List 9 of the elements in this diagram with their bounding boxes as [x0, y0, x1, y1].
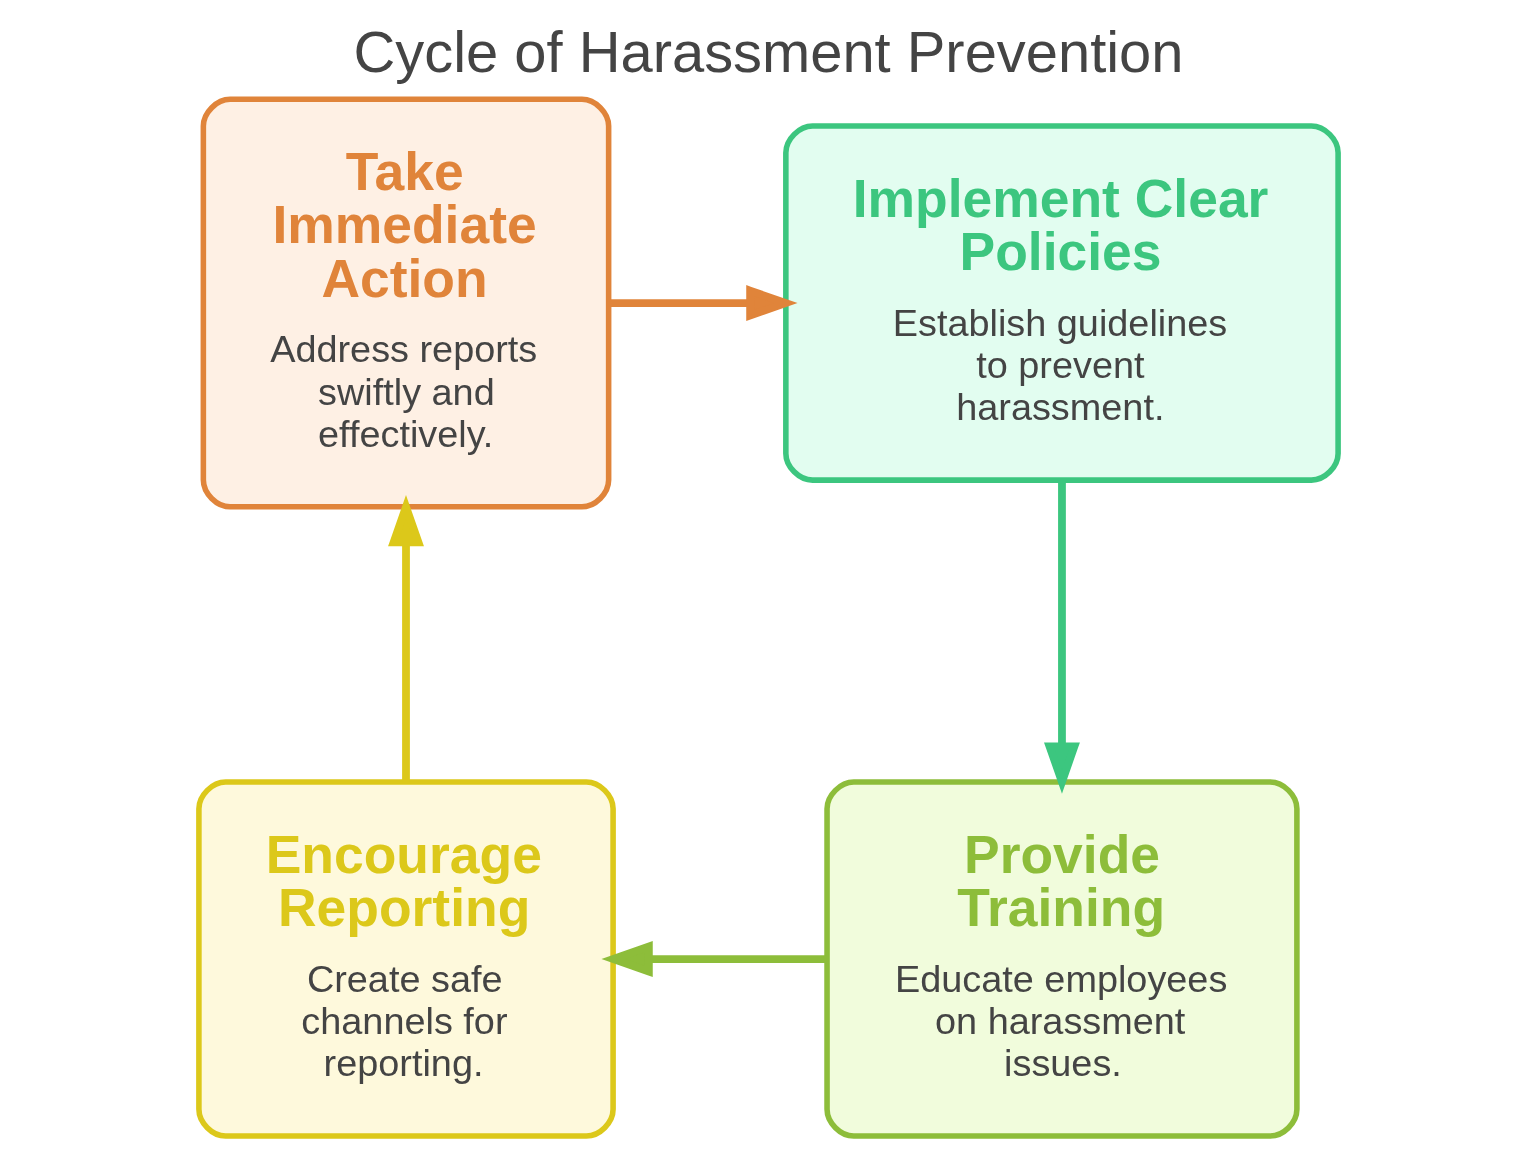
arrow: [600, 941, 827, 977]
arrow: [1043, 480, 1080, 794]
diagram-title: Cycle of Harassment Prevention: [353, 20, 1183, 85]
node-box: Encourage Reporting Create safe channels for reporting.: [195, 779, 616, 1139]
node-box: Implement Clear Policies Establish guidelines to prevent harassment.: [782, 123, 1341, 483]
arrow: [608, 285, 798, 322]
node-box: Provide Training Educate employees on harassment issues.: [823, 779, 1300, 1139]
arrow: [387, 495, 424, 782]
node-box: Take Immediate Action Address reports swiftly and effectively.: [200, 96, 611, 510]
